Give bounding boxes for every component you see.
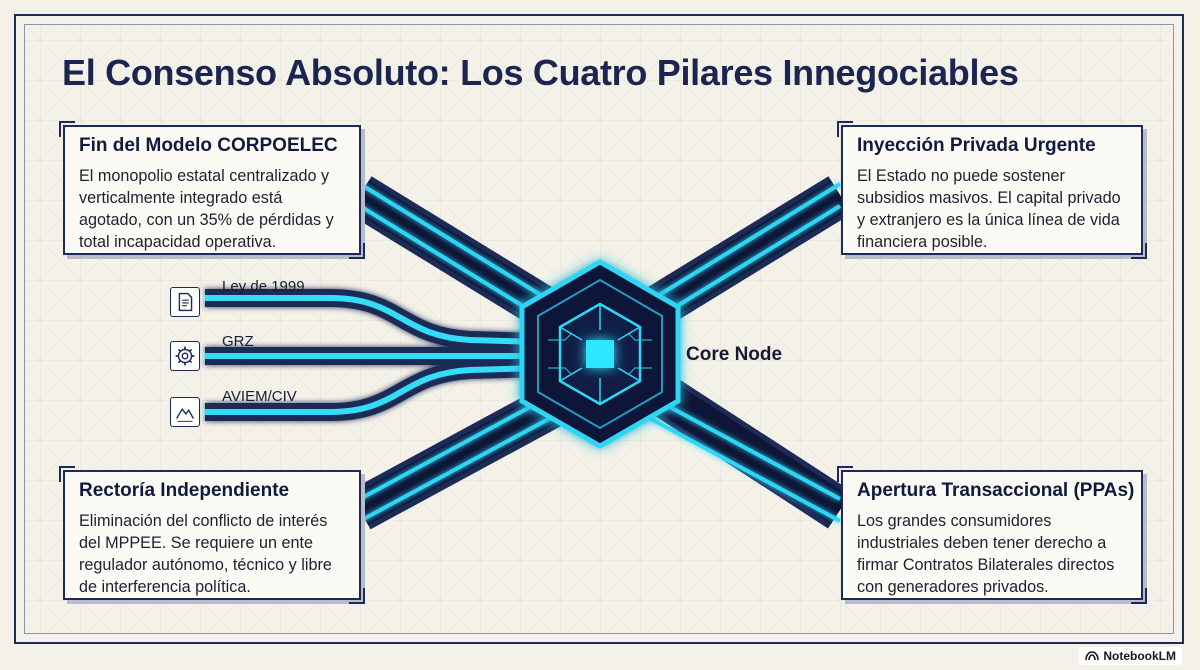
inner-frame [24, 24, 1174, 634]
pillar-body: Eliminación del conflicto de interés del… [79, 512, 332, 596]
brand-label: NotebookLM [1103, 649, 1176, 663]
outer-frame [14, 14, 1184, 644]
pillar-title: Rectoría Independiente [79, 480, 290, 501]
brand-badge: NotebookLM [1079, 647, 1182, 665]
pillar-title: Apertura Transaccional (PPAs) [857, 480, 1135, 501]
gear-icon [170, 341, 200, 371]
pillar-card-corpoelec: Fin del Modelo CORPOELEC El monopolio es… [59, 121, 365, 259]
pillar-card-rectoria: Rectoría Independiente Eliminación del c… [59, 466, 365, 604]
core-node-icon [519, 259, 681, 449]
pillar-title: Fin del Modelo CORPOELEC [79, 135, 338, 156]
input-conduits [205, 289, 541, 421]
mountain-icon [170, 397, 200, 427]
core-node-label: Core Node [686, 344, 783, 365]
pillar-card-inyeccion: Inyección Privada Urgente El Estado no p… [837, 121, 1147, 259]
page-title: El Consenso Absoluto: Los Cuatro Pilares… [62, 52, 1019, 93]
input-label-ley: Ley de 1999 [222, 278, 305, 295]
pillar-body: Los grandes consumidores industriales de… [857, 512, 1115, 596]
notebooklm-logo-icon [1085, 651, 1100, 661]
document-icon [170, 287, 200, 317]
pillar-body: El Estado no puede sostener subsidios ma… [857, 167, 1121, 251]
pillar-card-apertura: Apertura Transaccional (PPAs) Los grande… [837, 466, 1147, 604]
pillar-title: Inyección Privada Urgente [857, 135, 1096, 156]
pillar-body: El monopolio estatal centralizado y vert… [79, 167, 334, 251]
input-label-grz: GRZ [222, 333, 254, 350]
input-label-aviem: AVIEM/CIV [222, 388, 297, 405]
